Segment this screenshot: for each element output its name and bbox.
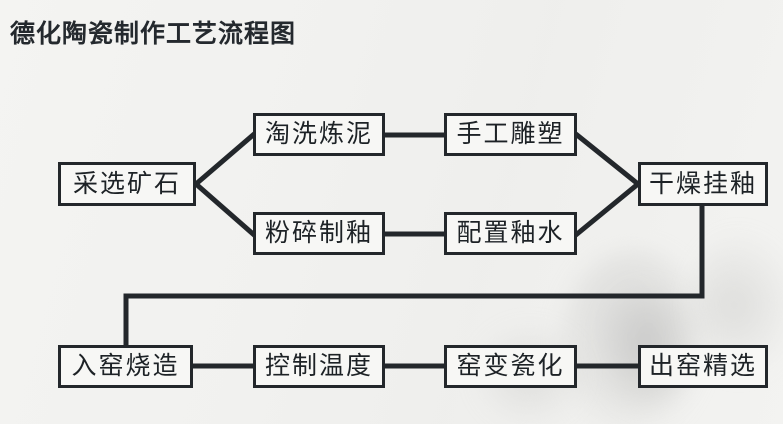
flow-node-shougong-diaosu[interactable]: 手工雕塑 <box>444 113 577 156</box>
flow-node-caixuan-kuangshi[interactable]: 采选矿石 <box>58 162 196 206</box>
flow-node-taoxi-lianni[interactable]: 淘洗炼泥 <box>253 113 385 156</box>
edge-caixuan-to-taoxi <box>192 131 257 188</box>
flow-node-fensui-zhiyou[interactable]: 粉碎制釉 <box>253 212 385 255</box>
page-title: 德化陶瓷制作工艺流程图 <box>10 20 297 48</box>
flow-node-kongzhi-wendu[interactable]: 控制温度 <box>253 345 385 388</box>
flow-node-peizhi-youshui[interactable]: 配置釉水 <box>444 212 577 255</box>
edge-peizhi-to-ganzao <box>573 180 642 238</box>
flow-node-yaobian-cihua[interactable]: 窑变瓷化 <box>444 345 577 388</box>
flow-node-ruyao-shaozao[interactable]: 入窑烧造 <box>58 345 193 388</box>
flow-node-ganzao-guayou[interactable]: 干燥挂釉 <box>638 162 768 206</box>
edge-shougong-to-ganzao <box>573 131 642 188</box>
edge-ganzao-to-ruyao <box>123 203 705 348</box>
edge-caixuan-to-fensui <box>192 180 257 238</box>
flow-node-chuyao-jingxuan[interactable]: 出窑精选 <box>638 345 768 388</box>
